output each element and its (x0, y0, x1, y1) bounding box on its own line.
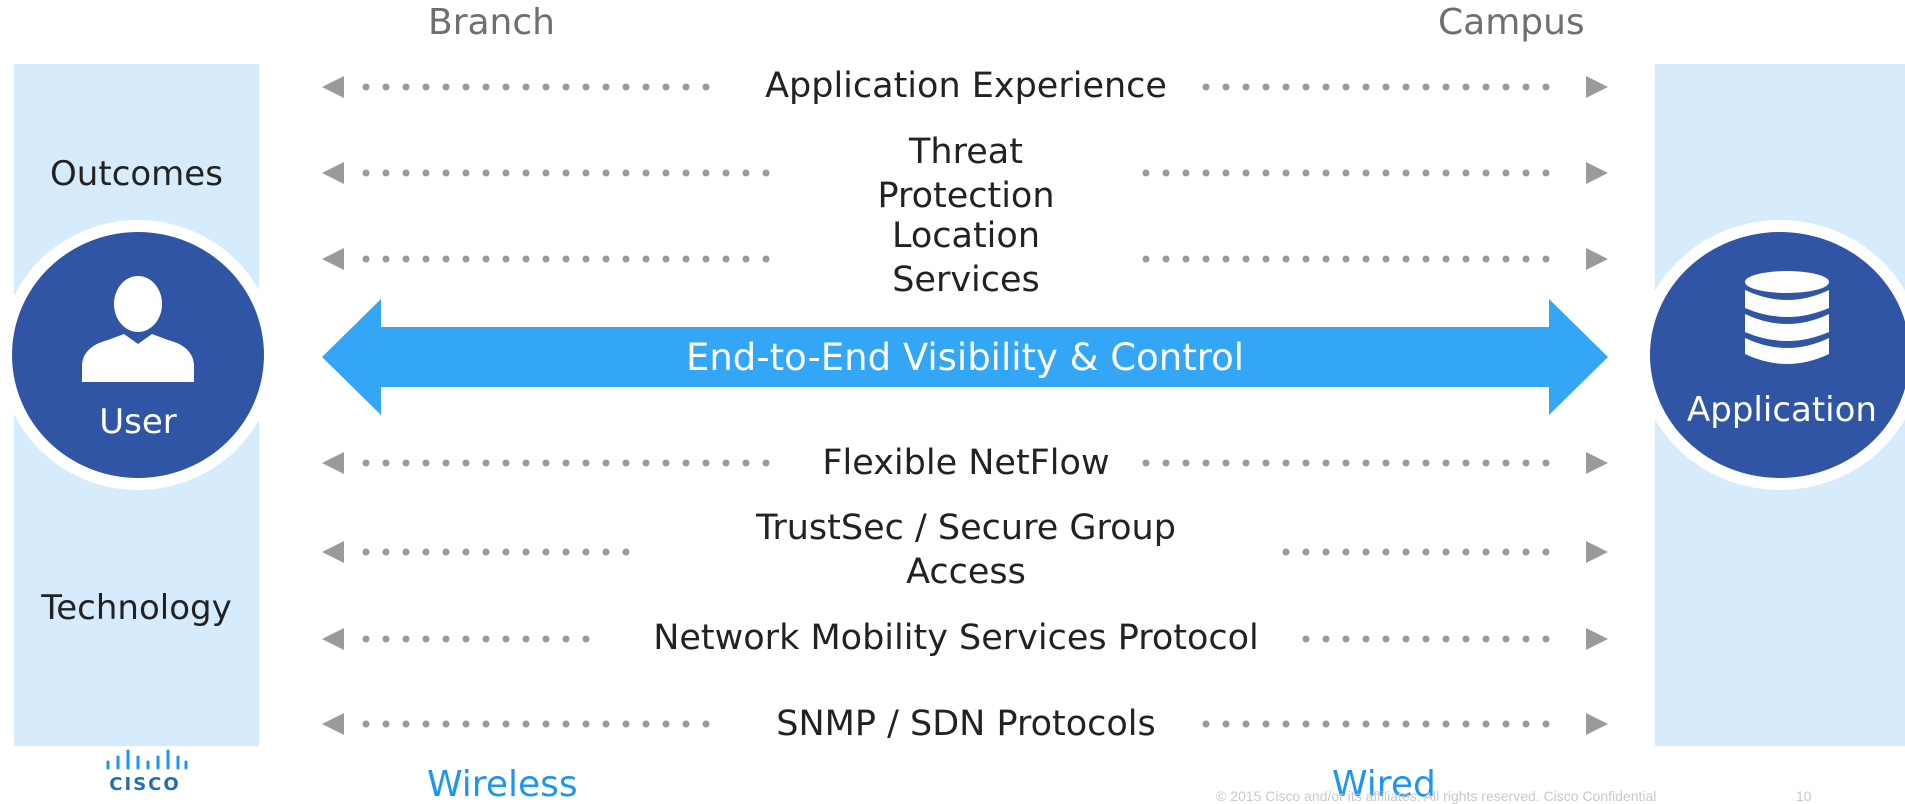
dotted-arrow-nmsp (322, 628, 1608, 650)
copyright-text: © 2015 Cisco and/or its affiliates. All … (1216, 788, 1657, 804)
application-circle (1638, 220, 1905, 490)
user-icon (82, 276, 194, 382)
row-threat-protection: Threat Protection (877, 132, 1055, 216)
branch-label: Branch (428, 2, 555, 43)
dotted-arrow-snmp-sdn (322, 713, 1608, 735)
cisco-bars-icon (106, 749, 188, 770)
row-snmp-sdn: SNMP / SDN Protocols (776, 704, 1156, 744)
outcomes-label: Outcomes (50, 154, 223, 194)
end-to-end-arrow (322, 299, 1608, 415)
user-label: User (99, 402, 177, 442)
page-number: 10 (1796, 788, 1812, 804)
row-location-services: Location Services (891, 216, 1041, 300)
database-icon (1745, 271, 1829, 364)
application-label: Application (1687, 390, 1877, 430)
row-trustsec: TrustSec / Secure Group Access (756, 508, 1176, 592)
cisco-logo: CISCO (100, 748, 190, 796)
row-nmsp: Network Mobility Services Protocol (653, 618, 1259, 658)
end-to-end-label: End-to-End Visibility & Control (685, 336, 1245, 379)
wireless-label: Wireless (427, 764, 578, 804)
cisco-logo-text: CISCO (109, 774, 181, 795)
row-flexible-netflow: Flexible NetFlow (822, 443, 1110, 483)
technology-label: Technology (41, 588, 232, 628)
user-circle (0, 220, 276, 490)
dotted-arrow-trustsec (322, 541, 1608, 563)
row-application-experience: Application Experience (765, 66, 1167, 106)
wired-label: Wired (1332, 764, 1436, 804)
dotted-arrow-application-experience (322, 76, 1608, 98)
campus-label: Campus (1438, 2, 1585, 43)
